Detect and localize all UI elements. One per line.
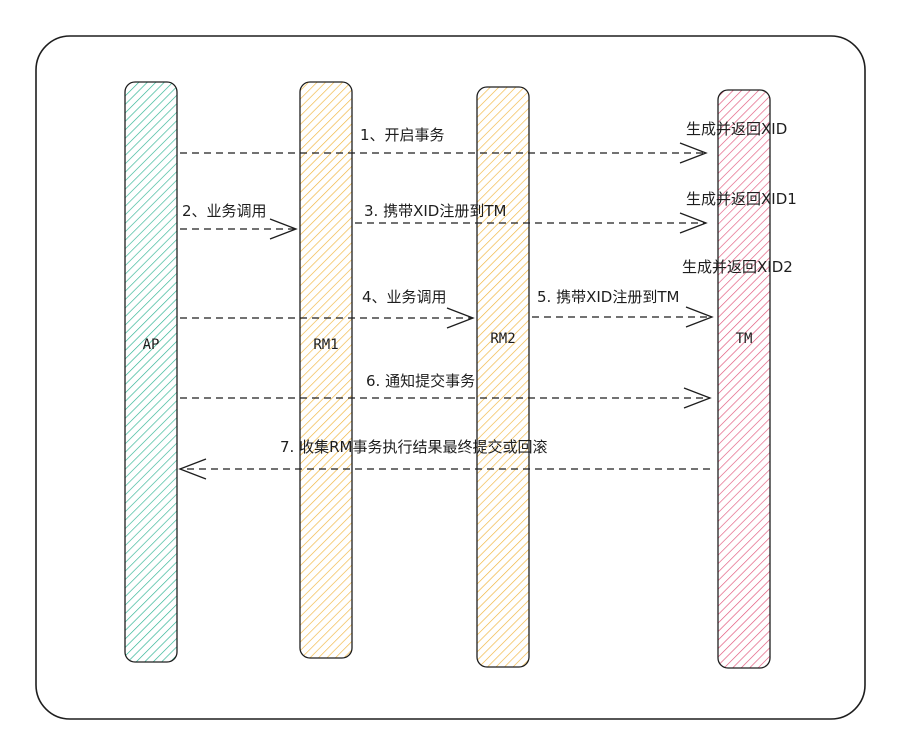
arrow-5	[532, 306, 714, 328]
arrow-3	[355, 212, 708, 234]
message-2-label: 2、业务调用	[182, 202, 267, 220]
message-4-label: 4、业务调用	[362, 288, 447, 306]
note-xid: 生成并返回XID	[686, 120, 787, 138]
message-5-label: 5. 携带XID注册到TM	[537, 288, 679, 306]
message-3-label: 3. 携带XID注册到TM	[364, 202, 506, 220]
arrow-7	[178, 458, 710, 480]
lane-ap: AP	[124, 81, 178, 663]
lane-tm-label: TM	[736, 331, 753, 347]
arrow-4	[180, 307, 475, 329]
lane-tm: TM	[717, 89, 771, 669]
lane-rm2: RM2	[476, 86, 530, 668]
lane-ap-label: AP	[143, 337, 160, 353]
arrow-1	[180, 142, 708, 164]
lane-rm1-label: RM1	[313, 337, 338, 353]
arrow-6	[180, 387, 712, 409]
outer-frame	[35, 35, 866, 720]
lane-rm2-label: RM2	[490, 331, 515, 347]
lane-rm1: RM1	[299, 81, 353, 659]
note-xid1: 生成并返回XID1	[686, 190, 797, 208]
message-7-label: 7. 收集RM事务执行结果最终提交或回滚	[280, 438, 547, 456]
arrow-2	[180, 218, 298, 240]
note-xid2: 生成并返回XID2	[682, 258, 793, 276]
message-1-label: 1、开启事务	[360, 126, 445, 144]
message-6-label: 6. 通知提交事务	[366, 372, 475, 390]
